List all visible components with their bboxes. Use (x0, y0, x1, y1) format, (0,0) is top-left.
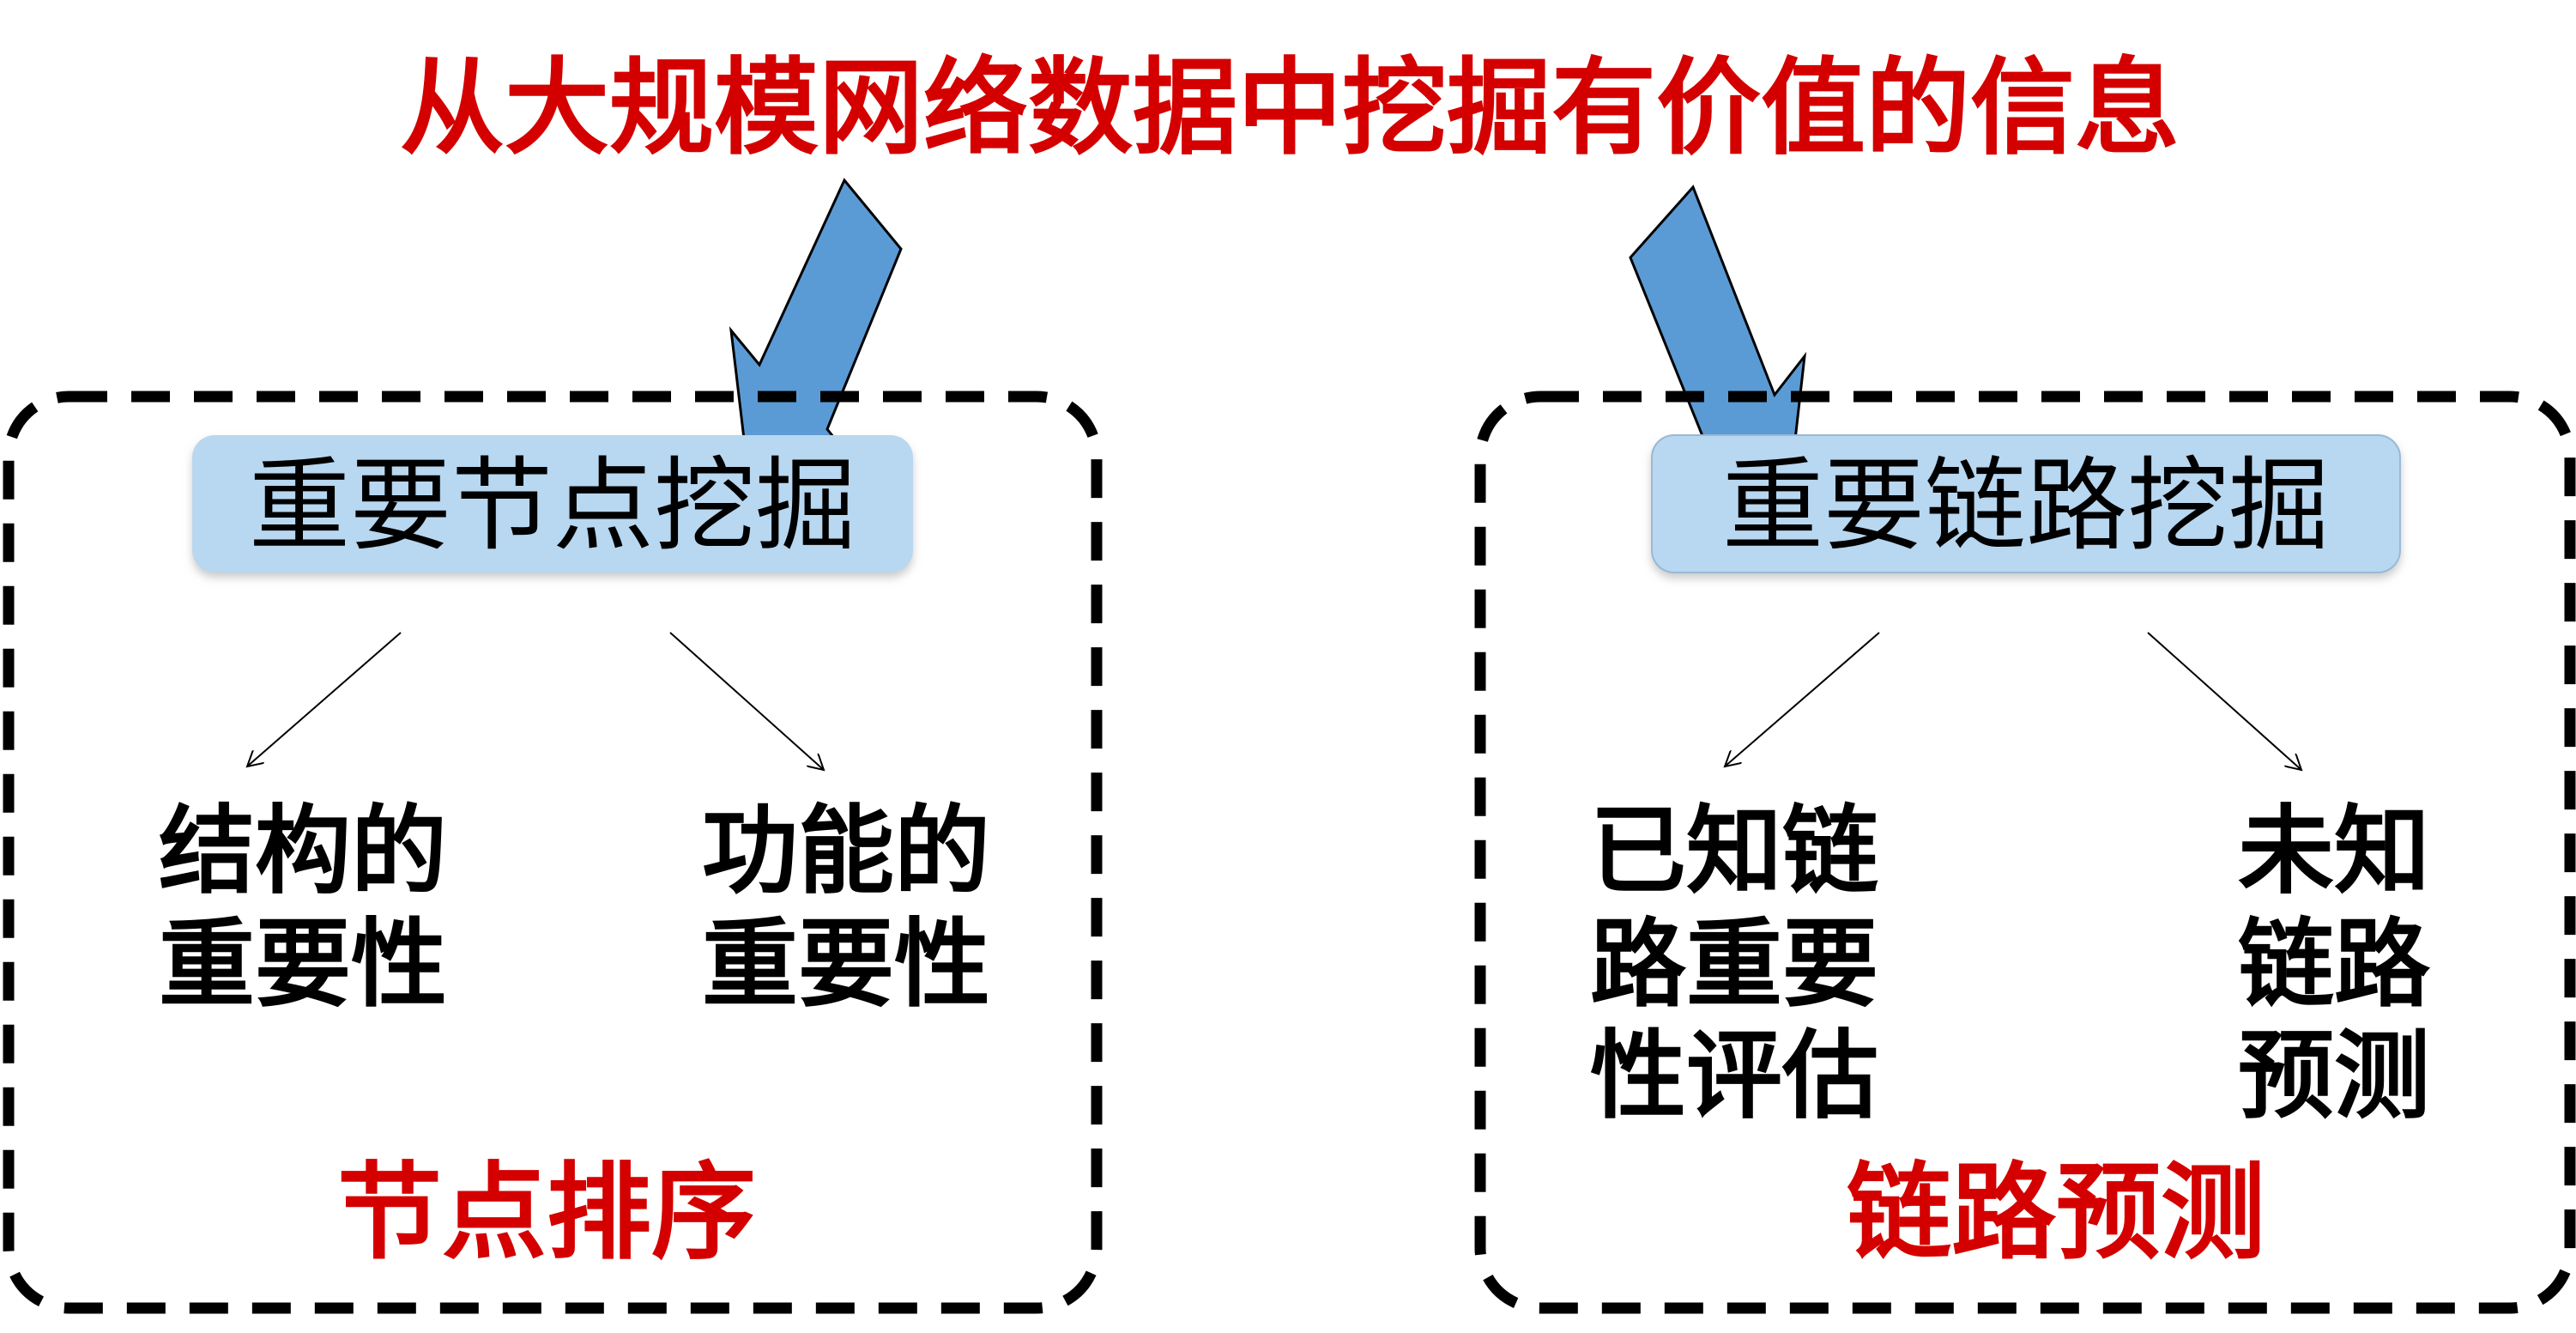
left-footer-text: 节点排序 (337, 1152, 756, 1274)
item-text: 路重要 (1590, 909, 1878, 1021)
arrow-icon (669, 632, 824, 770)
left-group-box (3, 391, 1103, 1314)
item-text: 结构的 (159, 796, 447, 907)
right-header-box (1651, 434, 2401, 573)
arrow-icon (247, 632, 402, 766)
item-text: 重要性 (159, 909, 447, 1021)
item-text: 链路 (2238, 909, 2431, 1021)
left-header-box (192, 435, 913, 573)
arrow-icon (1725, 632, 1880, 766)
right-footer-text: 链路预测 (1847, 1152, 2265, 1274)
item-text: 已知链 (1590, 796, 1878, 907)
item-text: 重要性 (702, 909, 990, 1021)
right-group-box (1474, 391, 2576, 1314)
right-header-text: 重要链路挖掘 (1722, 446, 2330, 565)
main-title: 从大规模网络数据中挖掘有价值的信息 (400, 47, 2180, 169)
item-text: 未知 (2238, 796, 2430, 907)
item-text: 功能的 (702, 796, 990, 907)
item-text: 性评估 (1590, 1021, 1878, 1132)
arrow-icon (2147, 632, 2301, 770)
item-text: 预测 (2238, 1021, 2430, 1132)
left-header-text: 重要节点挖掘 (249, 446, 856, 565)
